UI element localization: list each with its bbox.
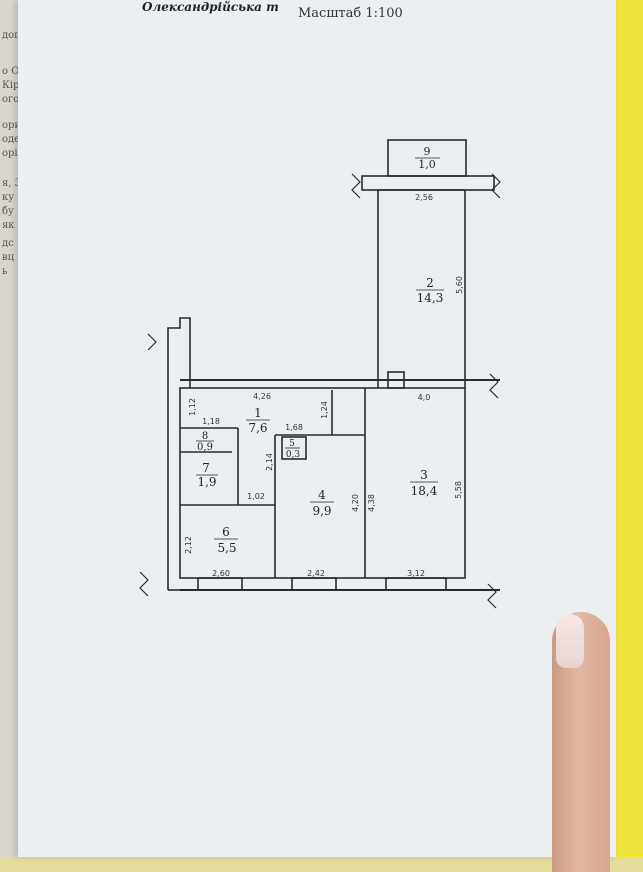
side-text-fragment: я, 3( — [2, 178, 25, 189]
wall-entry — [167, 317, 191, 388]
side-text-fragment: доці — [2, 30, 24, 41]
window-room6 — [197, 577, 243, 591]
side-text-fragment: орія — [2, 148, 24, 159]
paper-sheet — [18, 0, 616, 857]
window-room3 — [385, 577, 447, 591]
window-room4 — [291, 577, 337, 591]
niche-5 — [281, 436, 307, 460]
room-7-area: 1,9 — [197, 475, 216, 489]
dim-room3-top: 4,0 — [418, 393, 431, 402]
side-text-fragment: як — [2, 220, 15, 231]
dim-bottom-4: 2,42 — [307, 569, 325, 578]
dim-bottom-6: 2,60 — [212, 569, 230, 578]
room-6-area: 5,5 — [217, 541, 236, 555]
dim-room2-length: 5,60 — [455, 276, 464, 294]
dim-passage-width: 1,68 — [285, 423, 303, 432]
room-3-number: 3 — [420, 468, 428, 482]
side-text-fragment: ь — [2, 266, 8, 277]
room-4-area: 9,9 — [312, 504, 331, 518]
room-8-number: 8 — [202, 431, 208, 442]
side-text-fragment: бу — [2, 206, 14, 217]
side-text-fragment: дс — [2, 238, 14, 249]
dim-balcony-width: 2,56 — [415, 193, 433, 202]
dim-room4-height: 4,20 — [351, 494, 360, 512]
room-8-area: 0,9 — [197, 442, 213, 453]
door-room2 — [387, 371, 405, 389]
dim-room3-height: 5,58 — [454, 481, 463, 499]
side-text-fragment: вц — [2, 252, 15, 263]
room-labels: 9 1,0 2 14,3 1 7,6 8 0,9 5 0,3 7 1,9 3 1… — [196, 145, 444, 555]
side-text-fragment: о Оле — [2, 66, 32, 77]
room-7-number: 7 — [202, 461, 210, 475]
room-3-area: 18,4 — [411, 484, 438, 498]
dim-corridor-depth: 1,12 — [188, 398, 197, 416]
document-title: Олександрійська т — [142, 0, 279, 14]
dim-bottom-3: 3,12 — [407, 569, 425, 578]
room-2-number: 2 — [426, 276, 434, 290]
dimension-labels: 2,56 5,60 4,26 4,0 1,12 1,18 1,68 1,24 2… — [184, 193, 464, 578]
walls — [167, 139, 500, 591]
dim-room4-inner: 2,14 — [265, 453, 274, 471]
dim-bath-width: 1,02 — [247, 492, 265, 501]
dim-room6-depth: 2,12 — [184, 536, 193, 554]
room-9-number: 9 — [424, 145, 431, 158]
room-2-area: 14,3 — [417, 291, 444, 305]
dim-passage-depth: 1,24 — [320, 401, 329, 419]
side-text-fragment: Кіро — [2, 80, 26, 91]
dim-closet-width: 1,18 — [202, 417, 220, 426]
break-marks — [139, 173, 501, 609]
scale-label: Масштаб 1:100 — [298, 6, 403, 21]
side-text-fragment: ку 2 — [2, 192, 24, 203]
room-5-number: 5 — [289, 439, 295, 449]
side-text-fragment: ори — [2, 120, 22, 131]
dim-corridor-length: 4,26 — [253, 392, 271, 401]
dim-room3-inner: 4,38 — [367, 494, 376, 512]
side-text-fragment: оде — [2, 134, 21, 145]
room-1-number: 1 — [254, 406, 262, 420]
room-1-area: 7,6 — [248, 421, 267, 435]
balcony-slab — [361, 175, 495, 191]
fingernail — [556, 614, 584, 668]
room-5-area: 0,3 — [286, 450, 301, 460]
room-4-number: 4 — [318, 488, 326, 502]
room-9-area: 1,0 — [418, 158, 436, 171]
room-6-number: 6 — [222, 525, 230, 539]
